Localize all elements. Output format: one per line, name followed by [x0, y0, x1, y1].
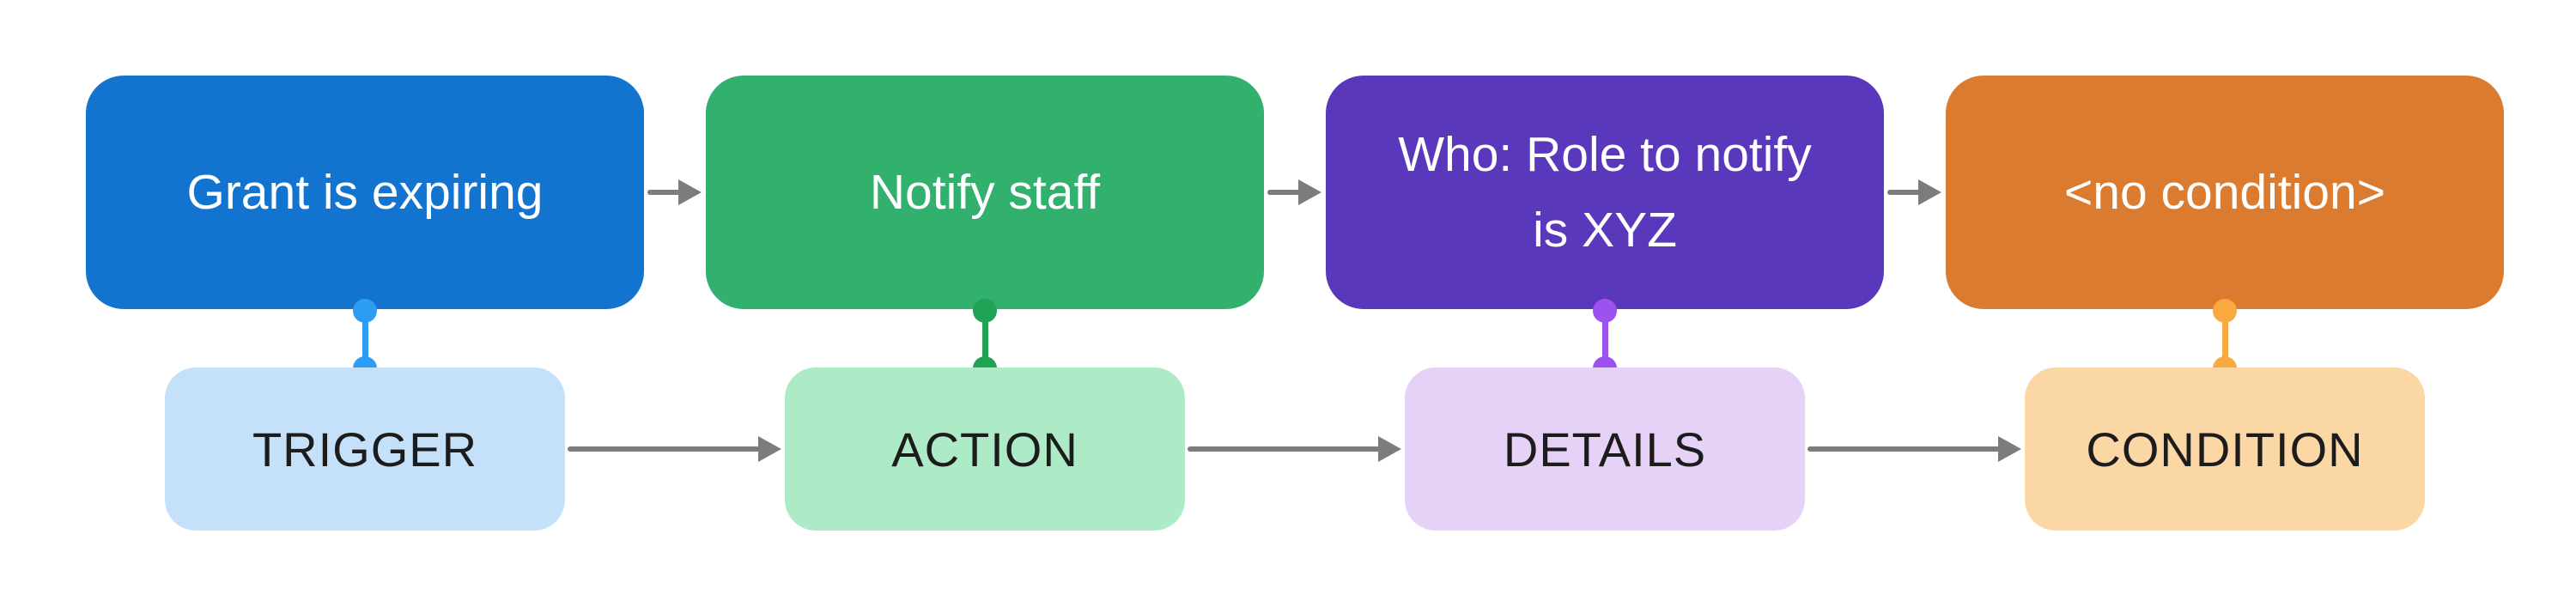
flow-arrow-bottom-1: [568, 436, 781, 462]
connector-line-condition: [2221, 309, 2228, 369]
arrowhead-icon: [1298, 179, 1321, 205]
arrowhead-icon: [758, 436, 781, 462]
category-trigger[interactable]: TRIGGER: [165, 367, 565, 531]
category-label: CONDITION: [2086, 422, 2364, 476]
node-label-line: Who: Role to notify: [1398, 126, 1812, 182]
connector-dot-top-details: [1593, 299, 1617, 323]
arrowhead-icon: [1918, 179, 1941, 205]
arrow-shaft: [647, 190, 680, 195]
arrow-shaft: [1188, 446, 1380, 452]
category-condition[interactable]: CONDITION: [2025, 367, 2425, 531]
flow-arrow-top-2: [1267, 179, 1321, 205]
arrowhead-icon: [1378, 436, 1401, 462]
node-label-line: Grant is expiring: [186, 164, 544, 220]
arrowhead-icon: [678, 179, 702, 205]
node-trigger[interactable]: Grant is expiring: [86, 76, 644, 309]
connector-dot-top-condition: [2213, 299, 2237, 323]
connector-dot-top-trigger: [353, 299, 377, 323]
connector-dot-top-action: [973, 299, 997, 323]
category-label: TRIGGER: [252, 422, 478, 476]
category-action[interactable]: ACTION: [785, 367, 1185, 531]
flow-arrow-top-1: [647, 179, 702, 205]
node-details[interactable]: Who: Role to notify is XYZ: [1326, 76, 1884, 309]
flow-arrow-top-3: [1887, 179, 1941, 205]
flow-arrow-bottom-3: [1807, 436, 2021, 462]
connector-line-details: [1601, 309, 1608, 369]
node-label-line: Notify staff: [869, 164, 1101, 220]
connector-line-trigger: [361, 309, 368, 369]
connector-line-action: [981, 309, 988, 369]
node-condition[interactable]: <no condition>: [1946, 76, 2504, 309]
node-label-line: is XYZ: [1533, 203, 1677, 258]
flow-arrow-bottom-2: [1188, 436, 1401, 462]
arrow-shaft: [1887, 190, 1920, 195]
arrow-shaft: [1267, 190, 1300, 195]
arrow-shaft: [1807, 446, 2000, 452]
node-action[interactable]: Notify staff: [706, 76, 1264, 309]
arrow-shaft: [568, 446, 760, 452]
arrowhead-icon: [1998, 436, 2021, 462]
category-label: DETAILS: [1503, 422, 1707, 476]
category-label: ACTION: [891, 422, 1078, 476]
category-details[interactable]: DETAILS: [1405, 367, 1805, 531]
node-label-line: <no condition>: [2064, 164, 2385, 220]
